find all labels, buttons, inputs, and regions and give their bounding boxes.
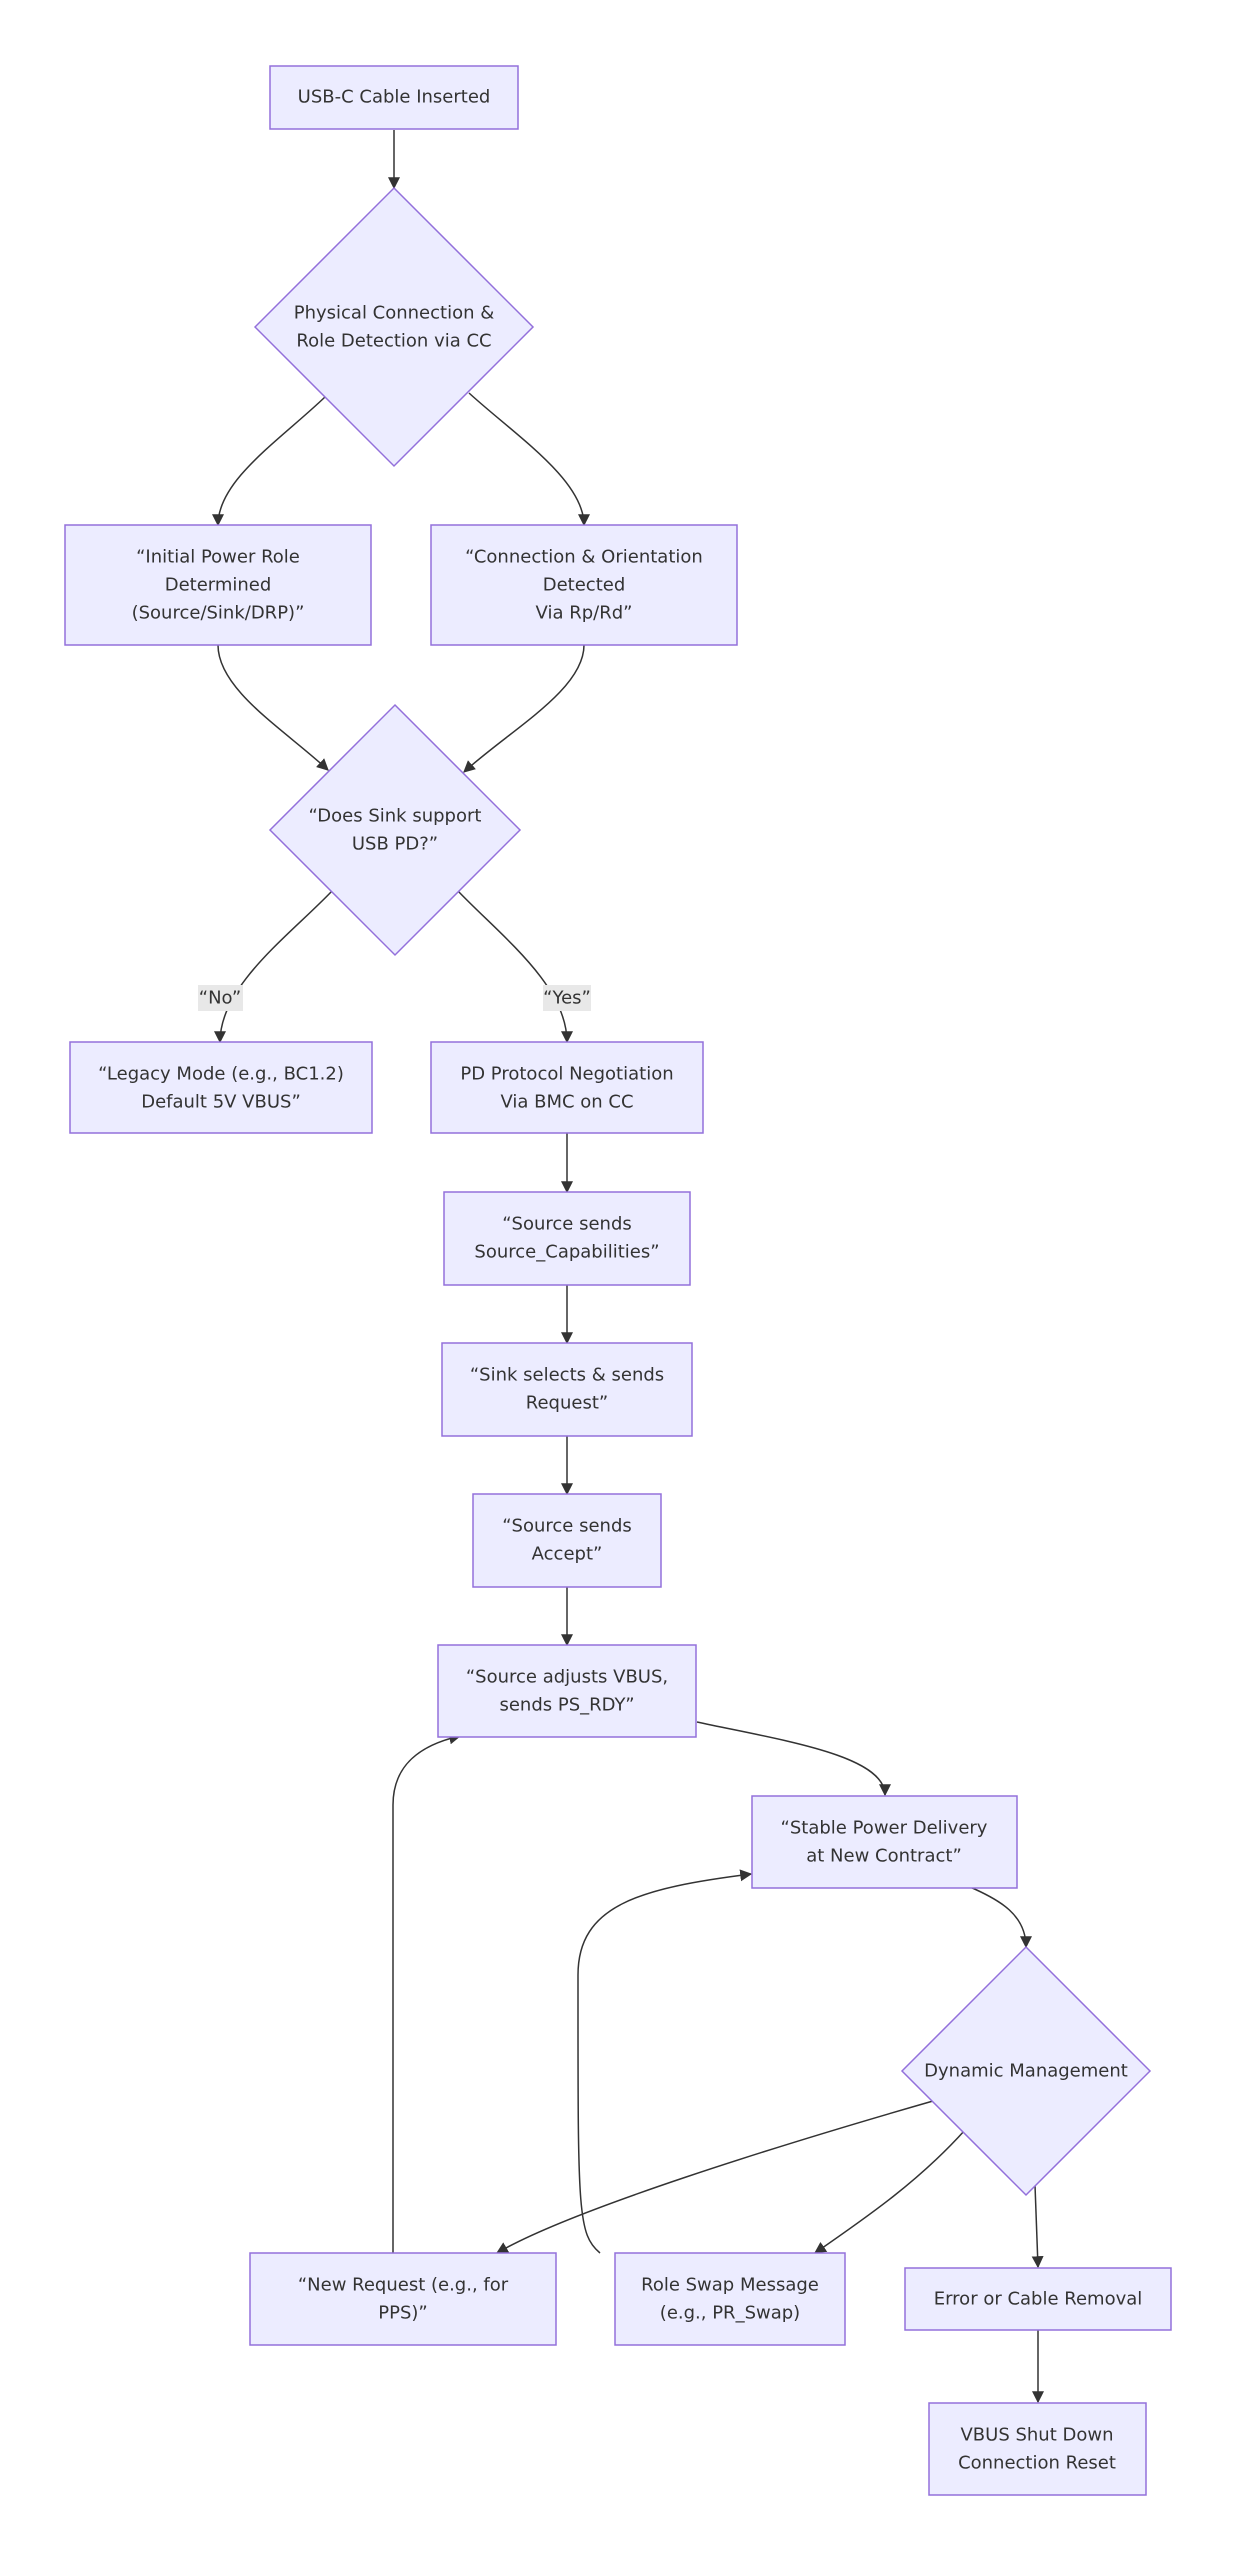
edge-dynamic-to-new-request xyxy=(495,2100,934,2254)
node-physical-connection-decision: Physical Connection & Role Detection via … xyxy=(253,186,535,468)
edge-label-no: “No” xyxy=(198,985,243,1011)
edge-stable-to-dynamic xyxy=(969,1886,1032,1949)
node-label-line: “New Request (e.g., for xyxy=(298,2275,509,2296)
svg-text:“Source adjusts VBUS,sends PS_: “Source adjusts VBUS, sends PS_RDY” xyxy=(466,1667,668,1716)
node-label-line: USB-C Cable Inserted xyxy=(298,87,491,108)
node-label-line: “Legacy Mode (e.g., BC1.2) xyxy=(98,1064,344,1085)
node-label-line: Default 5V VBUS” xyxy=(141,1092,301,1113)
node-label-line: Role Detection via CC xyxy=(296,331,491,352)
node-label-line: Connection Reset xyxy=(958,2453,1116,2474)
svg-text:Role Swap Message(e.g., PR_Swa: Role Swap Message (e.g., PR_Swap) xyxy=(641,2275,819,2324)
node-label-line: (e.g., PR_Swap) xyxy=(660,2303,800,2324)
node-label-line: Request” xyxy=(526,1393,608,1414)
edge-pd-support-to-negotiation xyxy=(457,890,573,1044)
svg-text:Error or Cable Removal: Error or Cable Removal xyxy=(934,2289,1143,2310)
node-label-line: Error or Cable Removal xyxy=(934,2289,1143,2310)
node-label-line: “Stable Power Delivery xyxy=(781,1818,988,1839)
node-source-ps-rdy: “Source adjusts VBUS, sends PS_RDY” xyxy=(437,1644,697,1738)
edge-role-swap-to-stable xyxy=(577,1869,753,2254)
node-label-line: Determined xyxy=(165,575,272,596)
svg-text:Physical Connection &Role Dete: Physical Connection & Role Detection via … xyxy=(294,303,495,352)
svg-text:“Yes”: “Yes” xyxy=(543,988,591,1009)
edge-label-yes: “Yes” xyxy=(543,985,591,1011)
edge-new-request-to-ps-rdy xyxy=(392,1732,462,2253)
node-label-line: Physical Connection & xyxy=(294,303,495,324)
node-label-line: Detected xyxy=(543,575,626,596)
edge-pd-support-to-legacy xyxy=(214,890,333,1044)
node-stable-power-delivery: “Stable Power Delivery at New Contract” xyxy=(751,1795,1018,1889)
node-label-line: sends PS_RDY” xyxy=(499,1695,634,1716)
node-legacy-mode: “Legacy Mode (e.g., BC1.2) Default 5V VBU… xyxy=(69,1041,373,1134)
node-label-line: “Does Sink support xyxy=(309,806,482,827)
edge-dynamic-to-error xyxy=(1031,2184,1044,2269)
node-label-line: USB PD?” xyxy=(352,834,438,855)
node-label-line: PPS)” xyxy=(378,2303,427,2324)
edge-physical-to-orientation xyxy=(468,392,590,527)
node-label-line: Accept” xyxy=(532,1544,603,1565)
edge-initial-role-to-pd-support xyxy=(217,644,329,771)
node-label-line: VBUS Shut Down xyxy=(960,2425,1113,2446)
node-label-line: “Source adjusts VBUS, xyxy=(466,1667,668,1688)
node-label-line: “Initial Power Role xyxy=(136,547,300,568)
node-label-line: “Connection & Orientation xyxy=(465,547,703,568)
node-label-line: Dynamic Management xyxy=(924,2061,1128,2082)
svg-text:“No”: “No” xyxy=(199,988,242,1009)
node-dynamic-management-decision: Dynamic Management xyxy=(900,1945,1152,2197)
node-role-swap-message: Role Swap Message (e.g., PR_Swap) xyxy=(614,2252,846,2346)
node-label-line: (Source/Sink/DRP)” xyxy=(132,603,305,624)
node-label-line: PD Protocol Negotiation xyxy=(460,1064,673,1085)
node-label-line: Via BMC on CC xyxy=(500,1092,633,1113)
svg-text:USB-C Cable Inserted: USB-C Cable Inserted xyxy=(298,87,491,108)
edge-physical-to-initial-role xyxy=(212,396,326,527)
node-label-line: Source_Capabilities” xyxy=(474,1242,659,1263)
node-label-line: “Source sends xyxy=(502,1214,632,1235)
edges xyxy=(212,130,1044,2404)
node-label-line: at New Contract” xyxy=(806,1846,962,1867)
node-usb-c-cable-inserted: USB-C Cable Inserted xyxy=(269,65,519,130)
node-error-cable-removal: Error or Cable Removal xyxy=(904,2267,1172,2331)
node-label-line: Via Rp/Rd” xyxy=(536,603,633,624)
edge-ps-rdy-to-stable xyxy=(696,1721,891,1797)
edge-orientation-to-pd-support xyxy=(463,644,585,773)
node-label-line: “Source sends xyxy=(502,1516,632,1537)
edge-dynamic-to-role-swap xyxy=(814,2129,966,2254)
node-label-line: Role Swap Message xyxy=(641,2275,819,2296)
node-label-line: “Sink selects & sends xyxy=(470,1365,664,1386)
svg-text:“Legacy Mode (e.g., BC1.2)Defa: “Legacy Mode (e.g., BC1.2) Default 5V VBU… xyxy=(98,1064,344,1113)
svg-text:Dynamic Management: Dynamic Management xyxy=(924,2061,1128,2082)
